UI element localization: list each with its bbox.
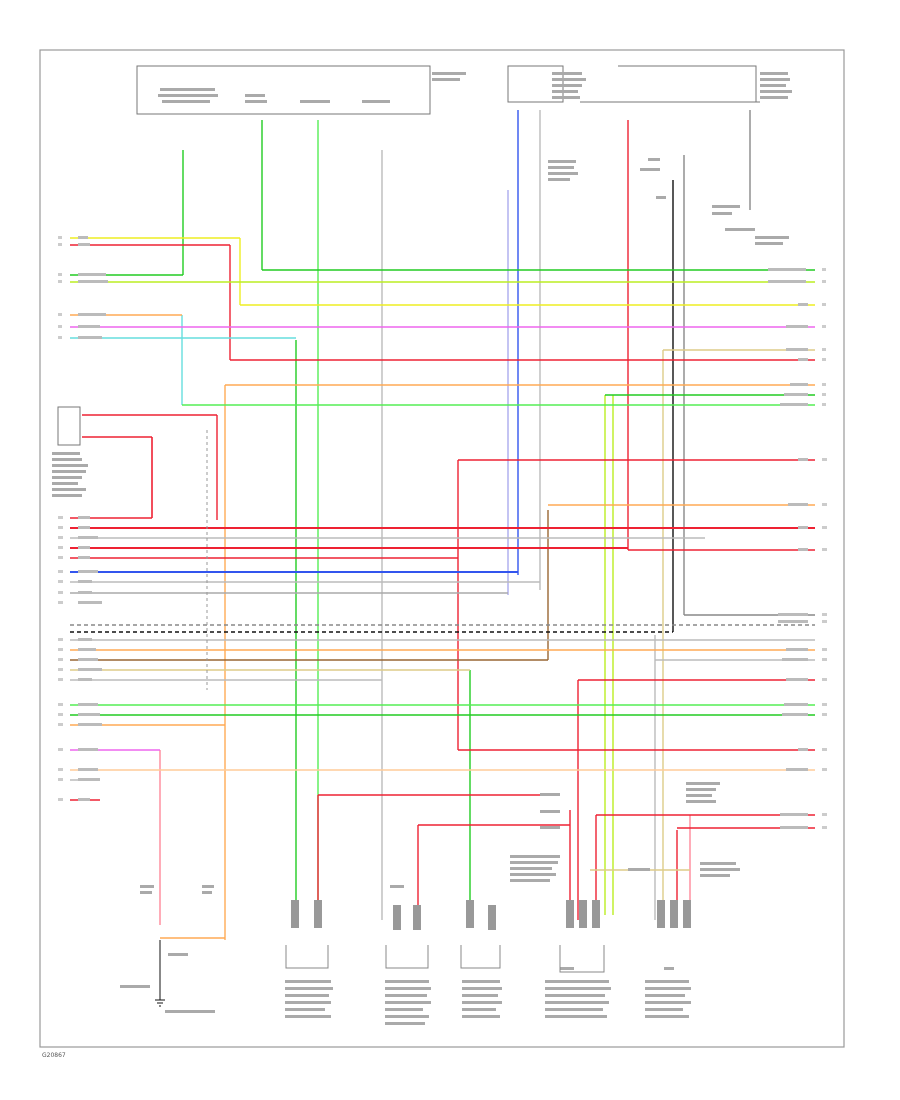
left-component-box: [57, 406, 81, 446]
bottom-connectors: [291, 900, 691, 930]
right-pin-labels: [768, 268, 808, 829]
left-pin-numbers: [58, 236, 63, 801]
left-component-labels: [52, 452, 88, 497]
vertical-wires: [159, 110, 751, 940]
left-pin-labels: [78, 236, 108, 801]
bottom-captions: [285, 980, 691, 1025]
horizontal-wires: [70, 237, 815, 1000]
diagram-frame: [39, 49, 845, 1048]
module-left-labels: [158, 72, 792, 103]
bottom-components: [285, 945, 605, 973]
ground-symbol: [155, 999, 165, 1007]
module-left: [136, 65, 431, 115]
sheet-reference: G20867: [42, 1052, 66, 1059]
mid-labels: [120, 158, 789, 1013]
module-right: [618, 65, 757, 103]
right-pin-numbers: [822, 268, 827, 829]
